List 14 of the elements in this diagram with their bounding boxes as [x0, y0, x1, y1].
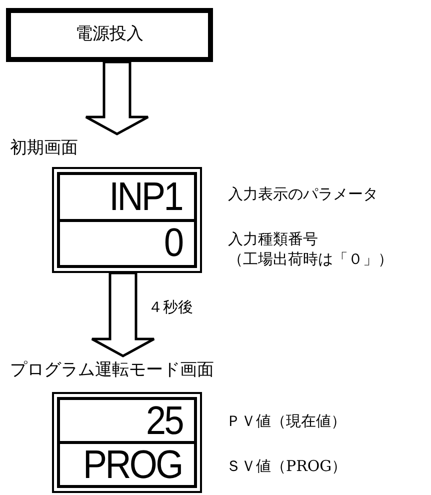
annotation-text: ＳＶ値（PROG） [226, 456, 348, 476]
annotation-text: 入力種類番号（工場出荷時は「０」） [228, 229, 394, 270]
process-box [6, 8, 213, 62]
screen-heading: 初期画面 [10, 138, 78, 160]
annotation-text: ＰＶ値（現在値） [226, 411, 347, 432]
screen-heading: プログラム運転モード画面 [10, 360, 214, 382]
block-arrow [84, 60, 150, 136]
annotation-text: 入力表示のパラメータ [228, 184, 379, 204]
block-arrow [90, 272, 156, 358]
display-readout: INP1 [109, 176, 182, 217]
display-readout: 0 [164, 223, 182, 264]
display-readout: 25 [146, 400, 182, 440]
display-readout: PROG [83, 444, 182, 484]
box-label: 電源投入 [76, 23, 144, 46]
